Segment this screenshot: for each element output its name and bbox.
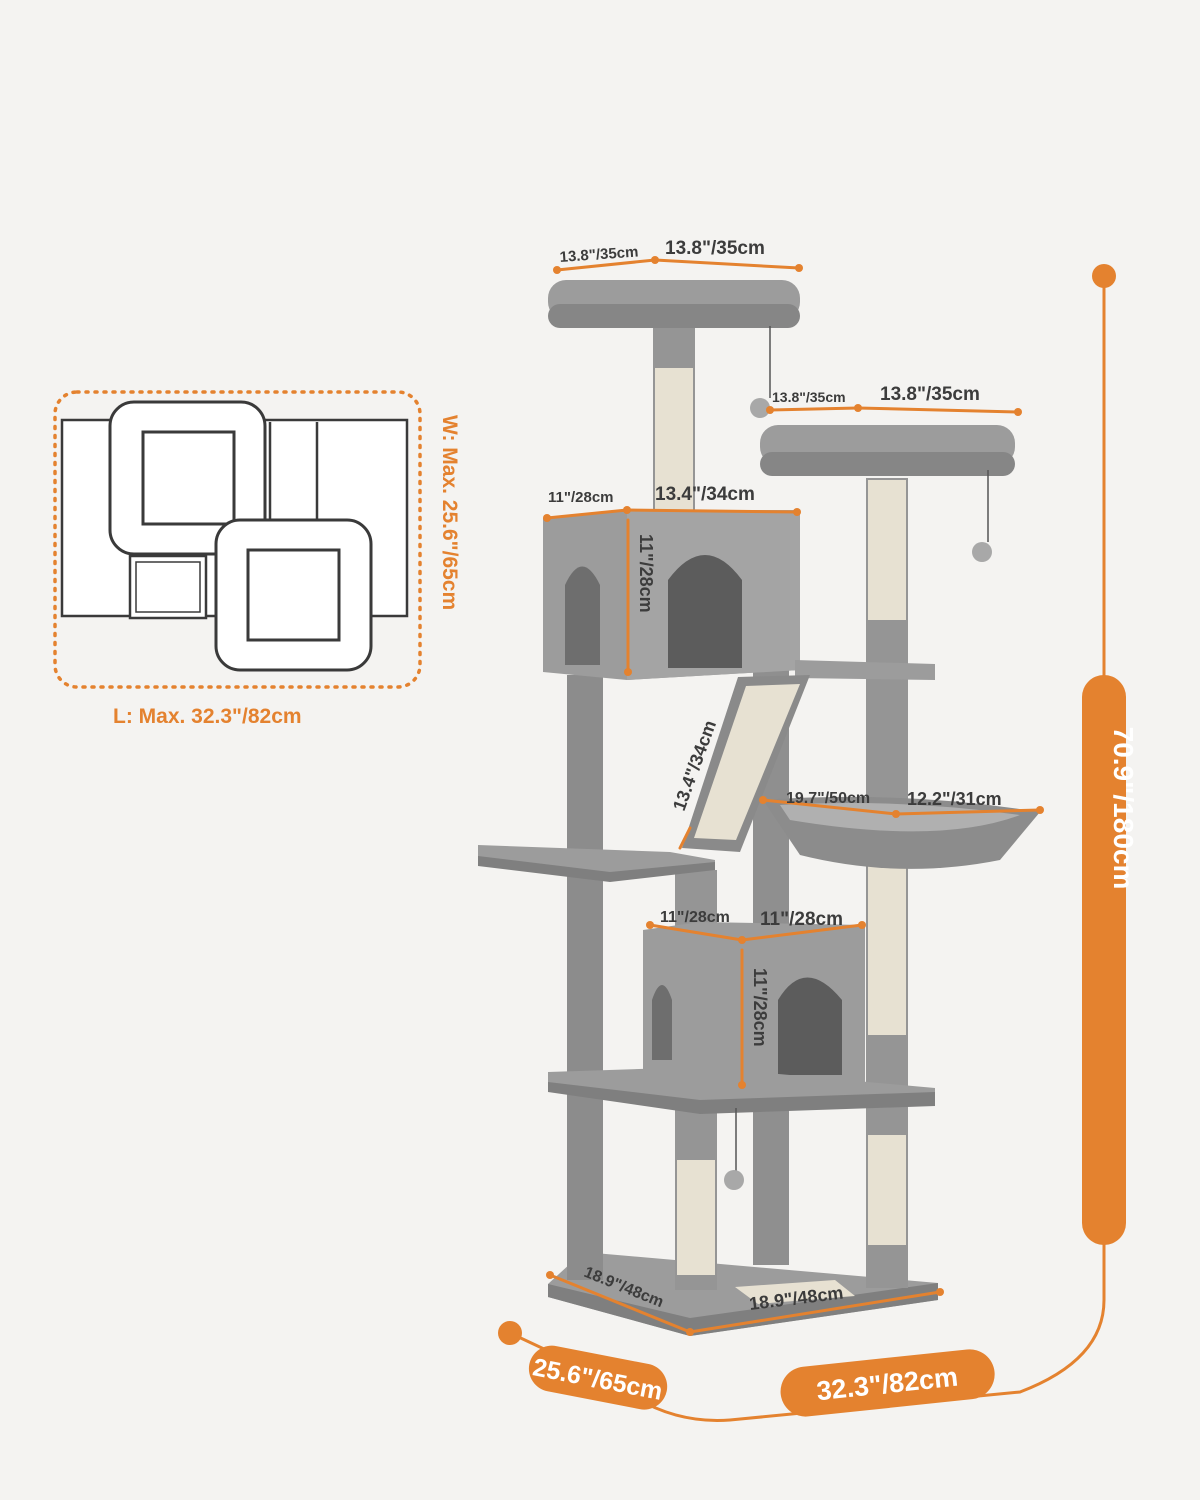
basket-width-label: 19.7"/50cm xyxy=(786,790,870,807)
footprint-length-label: L: Max. 32.3"/82cm xyxy=(113,705,302,728)
footprint-base-square xyxy=(128,554,208,620)
second-perch-width-label: 13.8"/35cm xyxy=(880,384,980,405)
footprint-width-label: W: Max. 25.6"/65cm xyxy=(438,415,461,610)
upper-condo-width-label: 13.4"/34cm xyxy=(655,484,755,505)
depth-endpoint xyxy=(498,1321,522,1345)
top-perch-width-label: 13.8"/35cm xyxy=(665,238,765,259)
right-sisal-post xyxy=(868,860,906,1035)
base-scratch-pad xyxy=(735,1280,855,1304)
hanging-ball-toy xyxy=(750,398,770,418)
basket-depth-label: 12.2"/31cm xyxy=(907,789,1002,809)
upper-platform xyxy=(795,660,935,680)
footprint-dotted-outline xyxy=(53,390,422,689)
cat-tree xyxy=(478,280,1040,1336)
upper-condo-depth-label: 11"/28cm xyxy=(548,489,614,506)
footprint-diagram: L: Max. 32.3"/82cm W: Max. 25.6"/65cm xyxy=(53,390,461,728)
lower-condo-depth-label: 11"/28cm xyxy=(660,909,730,926)
top-sisal-post xyxy=(655,368,693,510)
upper-condo-height-label: 11"/28cm xyxy=(636,534,656,613)
height-pill xyxy=(1082,675,1126,1245)
top-perch-depth-label: 13.8"/35cm xyxy=(559,244,639,266)
height-endpoint-top xyxy=(1092,264,1116,288)
lower-condo-height-label: 11"/28cm xyxy=(750,968,770,1047)
depth-pill xyxy=(528,1345,668,1410)
left-post xyxy=(567,675,603,1280)
width-pill xyxy=(780,1349,995,1417)
dimension-endpoints xyxy=(498,256,1116,1345)
second-perch-depth-label: 13.8"/35cm xyxy=(772,389,846,405)
lower-condo-width-label: 11"/28cm xyxy=(760,909,843,930)
overall-height-label: 70.9"/180cm xyxy=(1108,727,1139,890)
